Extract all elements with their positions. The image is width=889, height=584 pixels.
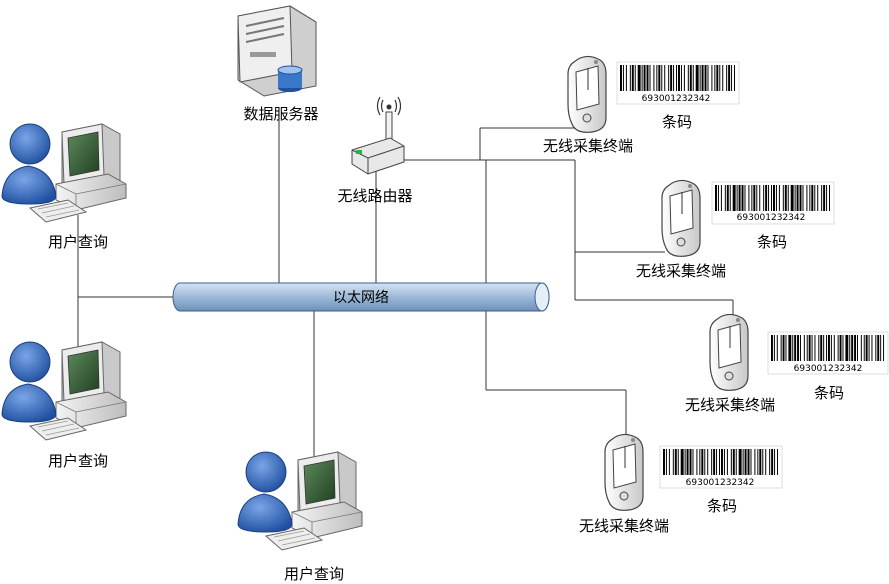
barcode-icon xyxy=(711,181,835,225)
handheld-terminal-icon xyxy=(604,433,644,511)
ethernet-bus: 以太网络 xyxy=(172,282,550,312)
barcode-number-3: 693001232342 xyxy=(794,364,863,374)
terminal-3: 无线采集终端 693001232342 条码 xyxy=(685,313,889,414)
barcode-icon xyxy=(616,61,740,105)
terminal-label-3: 无线采集终端 xyxy=(685,396,775,414)
handheld-terminal-icon xyxy=(567,55,607,133)
barcode-icon xyxy=(767,331,889,375)
terminal-2: 无线采集终端 693001232342 条码 xyxy=(636,179,835,280)
barcode-number-4: 693001232342 xyxy=(686,478,755,488)
network-links xyxy=(77,120,734,470)
terminal-1: 无线采集终端 693001232342 条码 xyxy=(543,55,740,155)
data-server: 数据服务器 xyxy=(237,5,319,123)
barcode-icon xyxy=(659,445,783,489)
terminal-label-4: 无线采集终端 xyxy=(579,517,669,535)
barcode-label-3: 条码 xyxy=(814,384,844,402)
user-query-2: 用户查询 xyxy=(1,341,127,470)
terminal-label-1: 无线采集终端 xyxy=(543,137,633,155)
ethernet-label: 以太网络 xyxy=(333,290,389,306)
server-label: 数据服务器 xyxy=(243,105,318,123)
barcode-number-2: 693001232342 xyxy=(737,213,806,223)
user-computer-icon xyxy=(237,451,363,551)
handheld-terminal-icon xyxy=(661,179,701,257)
user-query-label-3: 用户查询 xyxy=(284,565,344,583)
terminal-label-2: 无线采集终端 xyxy=(636,262,726,280)
barcode-label-1: 条码 xyxy=(662,113,692,131)
terminal-4: 无线采集终端 693001232342 条码 xyxy=(579,433,783,535)
barcode-label-4: 条码 xyxy=(707,497,737,515)
user-query-label-1: 用户查询 xyxy=(48,233,108,251)
user-query-label-2: 用户查询 xyxy=(48,452,108,470)
user-computer-icon xyxy=(1,123,127,223)
wireless-router: 无线路由器 xyxy=(337,96,413,205)
barcode-number-1: 693001232342 xyxy=(642,94,711,104)
user-query-3: 用户查询 xyxy=(237,451,363,583)
handheld-terminal-icon xyxy=(709,313,749,391)
router-label: 无线路由器 xyxy=(337,187,412,205)
user-computer-icon xyxy=(1,341,127,441)
server-icon xyxy=(237,5,317,97)
barcode-label-2: 条码 xyxy=(757,233,787,251)
wireless-router-icon xyxy=(351,96,405,175)
user-query-1: 用户查询 xyxy=(1,123,127,251)
